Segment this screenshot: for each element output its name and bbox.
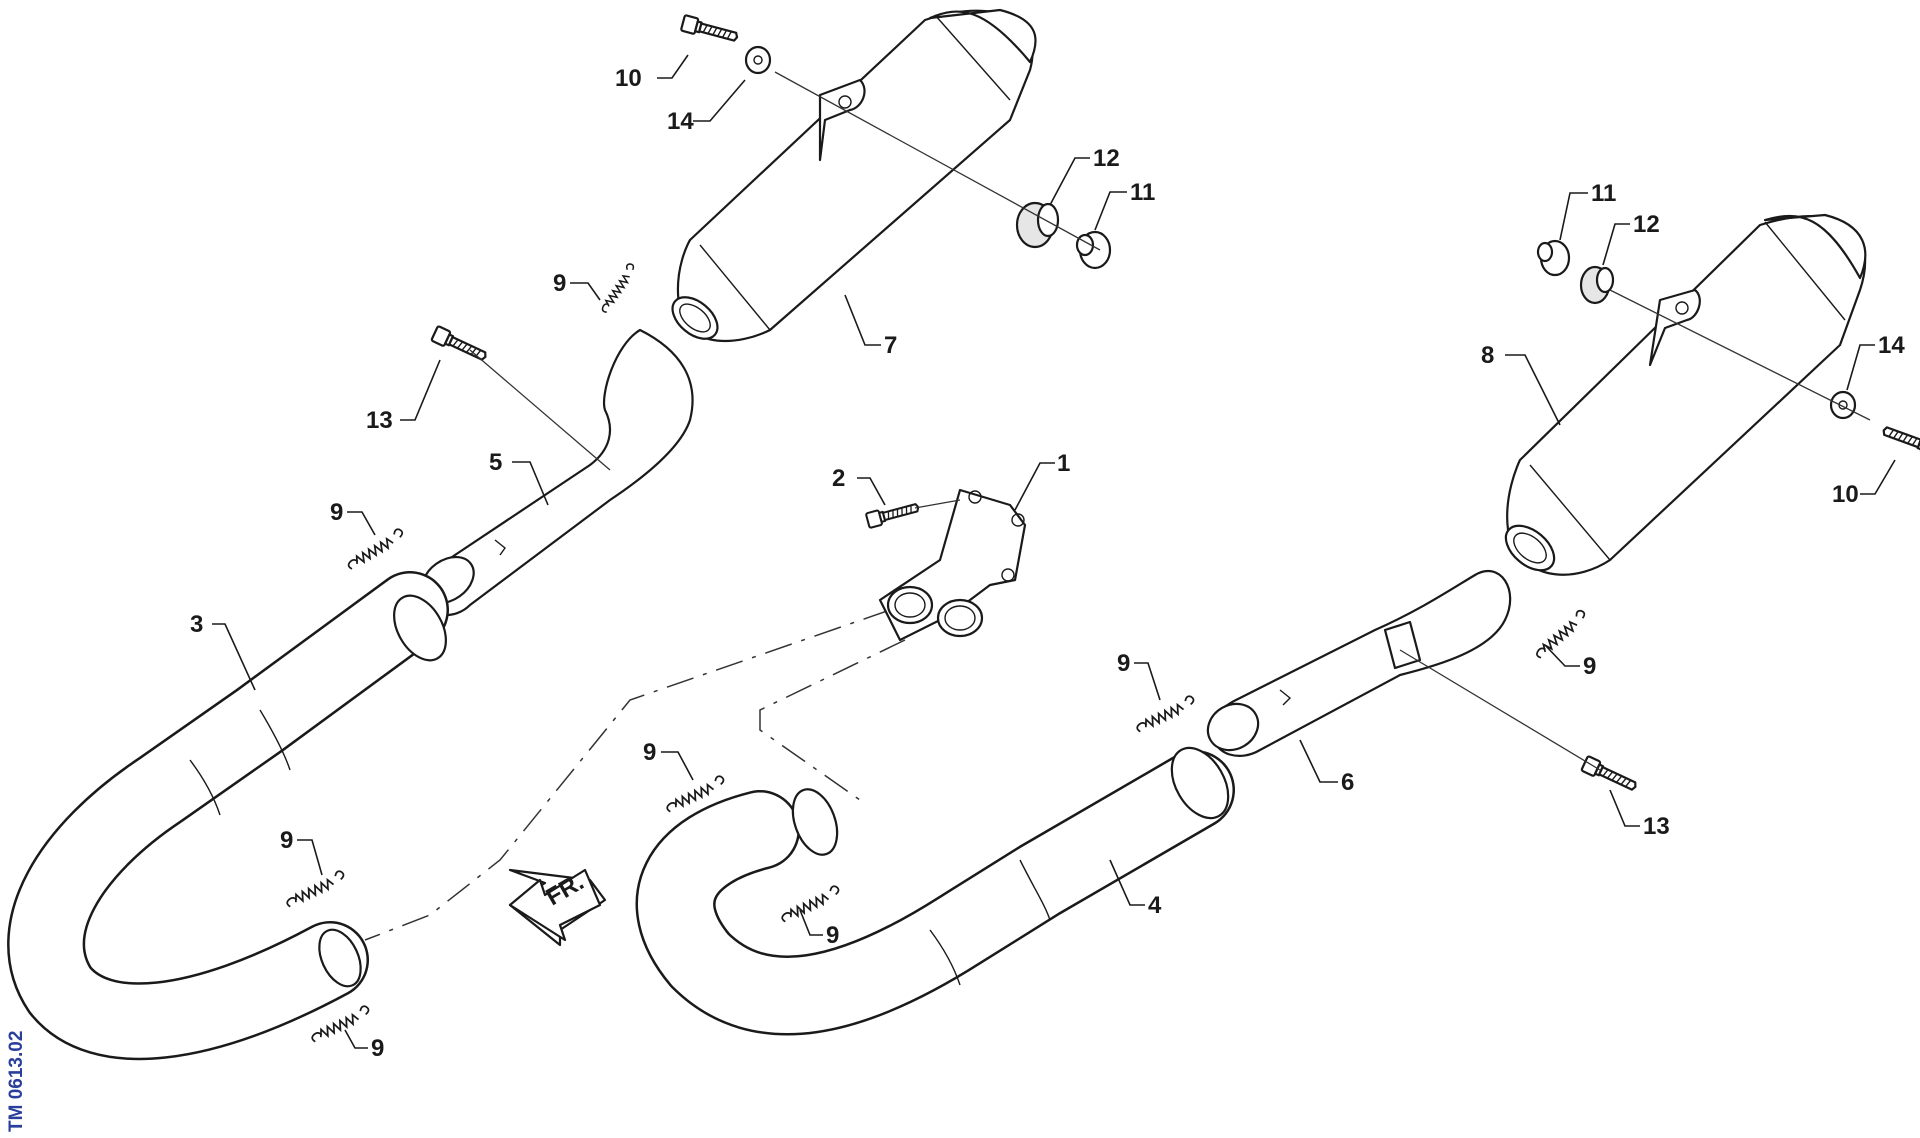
front-direction-arrow: FR. (508, 868, 607, 947)
axis-flange-screw (914, 499, 961, 509)
spring-8 (1531, 608, 1590, 660)
callout-1: 1 (1057, 450, 1070, 477)
callout-11a: 11 (1130, 179, 1155, 206)
pipe-screw-right (1580, 754, 1640, 796)
callout-14a: 14 (667, 108, 694, 135)
silencer-screw-right (1879, 421, 1920, 459)
link-pipe-left (421, 328, 694, 617)
callout-labels: 1 2 3 4 5 6 7 8 9 9 9 9 9 9 9 9 10 10 11… (190, 65, 1905, 1062)
callout-3: 3 (190, 611, 203, 638)
routing-line-right (759, 639, 906, 801)
callout-2: 2 (832, 465, 845, 492)
callout-13b: 13 (1643, 813, 1670, 840)
silencer-left (671, 8, 1037, 343)
flange-screw (864, 498, 922, 530)
front-header-pipe-right (635, 746, 1235, 1036)
callout-5: 5 (489, 449, 502, 476)
washer-left (744, 45, 772, 75)
drawing-code-text: TM 0613.02 (6, 1030, 27, 1132)
callout-7: 7 (884, 332, 897, 359)
axis-left-bracket (774, 71, 1101, 251)
axis-left-pipe-screw (469, 349, 611, 471)
callout-9h: 9 (1583, 653, 1596, 680)
callout-9g: 9 (1117, 650, 1130, 677)
spring-3 (283, 868, 348, 909)
callout-10b: 10 (1832, 481, 1859, 508)
callout-9a: 9 (553, 270, 566, 297)
callout-12b: 12 (1633, 211, 1660, 238)
callout-4: 4 (1148, 892, 1162, 919)
callout-12a: 12 (1093, 145, 1120, 172)
callout-10a: 10 (615, 65, 642, 92)
callout-11b: 11 (1591, 180, 1616, 207)
rubber-grommet-right (1579, 265, 1615, 305)
callout-13a: 13 (366, 407, 393, 434)
leader-lines (212, 54, 1896, 1049)
callout-9b: 9 (330, 499, 343, 526)
callout-6: 6 (1341, 769, 1354, 796)
axis-right-pipe-screw (1399, 649, 1601, 771)
spring-6 (778, 883, 843, 924)
silencer-right (1504, 213, 1867, 576)
link-pipe-right (1206, 569, 1512, 757)
spacer-bushing-right (1536, 239, 1571, 277)
callout-9f: 9 (826, 922, 839, 949)
front-header-pipe-left (7, 571, 449, 1061)
spacer-bushing-left (1075, 230, 1112, 270)
drawing-code: TM 0613.02 (0, 938, 34, 1138)
callout-9c: 9 (280, 827, 293, 854)
callout-14b: 14 (1878, 332, 1905, 359)
callout-9d: 9 (371, 1035, 384, 1062)
washer-right (1829, 390, 1857, 420)
exhaust-flange (878, 488, 1027, 642)
callout-9e: 9 (643, 739, 656, 766)
silencer-screw-left (679, 13, 741, 47)
spring-4 (308, 1003, 373, 1044)
routing-line-left (364, 609, 891, 941)
spring-1 (596, 261, 639, 314)
rubber-grommet-left (1015, 201, 1060, 249)
callout-8: 8 (1481, 342, 1494, 369)
spring-7 (1133, 693, 1198, 734)
axis-right-bracket (1609, 289, 1871, 421)
